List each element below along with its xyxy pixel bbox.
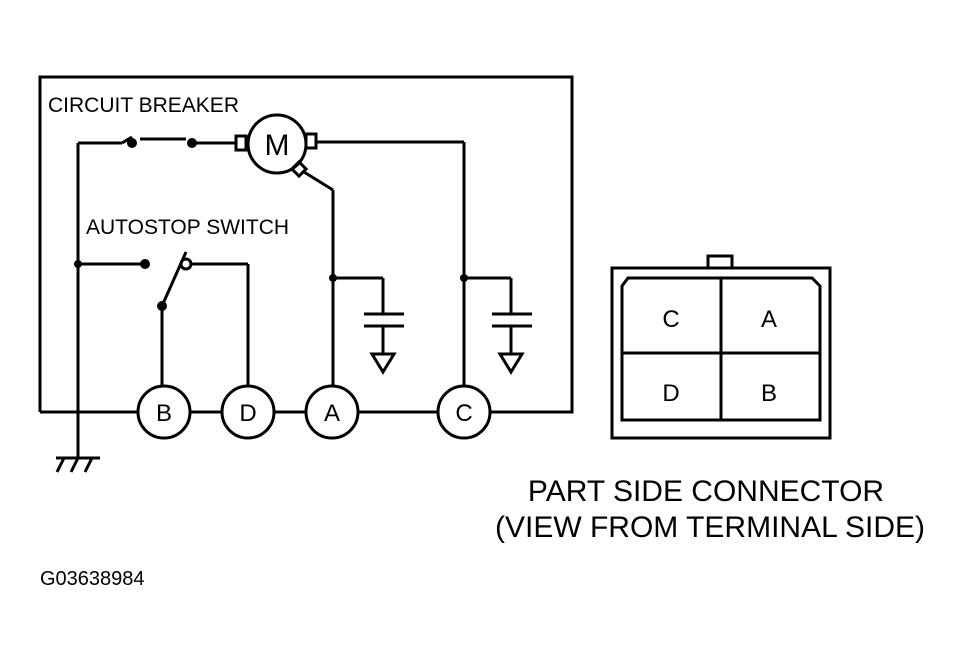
connector-title: PART SIDE CONNECTOR <box>528 475 884 508</box>
connector-cell-bottom-right: B <box>761 380 777 407</box>
svg-text:B: B <box>156 400 172 427</box>
capacitor-c <box>460 142 532 386</box>
terminal-b: B <box>136 384 192 440</box>
motor-symbol <box>234 113 464 386</box>
part-side-connector <box>610 254 832 440</box>
connector-cell-top-left: C <box>662 306 679 333</box>
terminal-c: C <box>436 384 492 440</box>
connector-subtitle: (VIEW FROM TERMINAL SIDE) <box>495 511 925 544</box>
terminal-a: A <box>304 384 360 440</box>
svg-text:D: D <box>239 400 256 427</box>
motor-label: M <box>265 129 290 162</box>
figure-code: G03638984 <box>40 568 145 590</box>
svg-text:A: A <box>324 400 340 427</box>
connector-cell-top-right: A <box>761 306 777 333</box>
circuit-breaker <box>78 135 236 148</box>
connector-cell-bottom-left: D <box>662 380 679 407</box>
autostop-switch-label: AUTOSTOP SWITCH <box>86 216 289 239</box>
autostop-switch <box>74 251 250 386</box>
capacitor-a <box>329 274 404 375</box>
terminal-d: D <box>220 384 276 440</box>
circuit-frame <box>38 75 574 414</box>
circuit-breaker-label: CIRCUIT BREAKER <box>48 94 239 117</box>
svg-text:C: C <box>455 400 472 427</box>
ground-symbol <box>55 143 100 473</box>
